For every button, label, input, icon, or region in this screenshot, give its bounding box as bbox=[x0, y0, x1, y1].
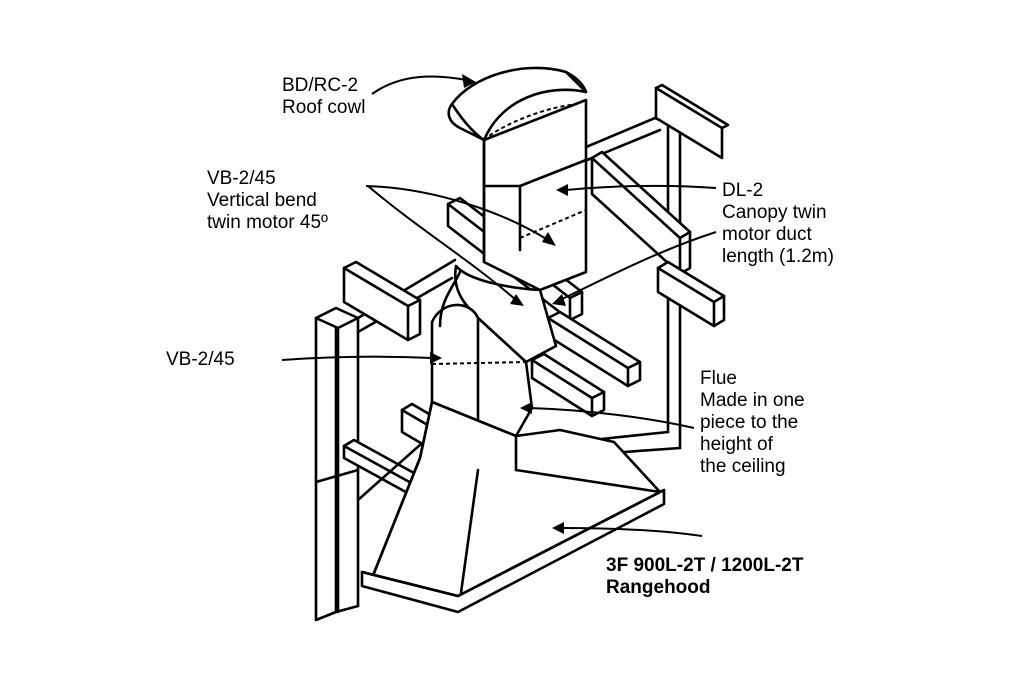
duct-length-line2: motor duct bbox=[722, 224, 812, 245]
label-roof-cowl: BD/RC-2 Roof cowl bbox=[282, 75, 365, 119]
label-rangehood: 3F 900L-2T / 1200L-2T Rangehood bbox=[606, 555, 803, 599]
roof-cowl-code: BD/RC-2 bbox=[282, 75, 359, 96]
duct-length-code: DL-2 bbox=[722, 180, 764, 201]
label-vertical-bend: VB-2/45 Vertical bend twin motor 45º bbox=[207, 168, 328, 234]
duct-length-line1: Canopy twin bbox=[722, 202, 827, 223]
vertical-bend-ducts bbox=[430, 264, 558, 438]
leader-arrows bbox=[281, 74, 717, 537]
vb-lower-code: VB-2/45 bbox=[166, 349, 235, 370]
roof-cowl-name: Roof cowl bbox=[282, 97, 366, 118]
flue-line4: height of bbox=[700, 434, 773, 455]
flue-line2: Made in one bbox=[700, 390, 805, 411]
label-flue: Flue Made in one piece to the height of … bbox=[700, 368, 805, 478]
vertical-bend-line1: Vertical bend bbox=[207, 190, 317, 211]
flue-line5: the ceiling bbox=[700, 456, 786, 477]
duct-length-dl2 bbox=[482, 98, 588, 292]
rangehood-name: Rangehood bbox=[606, 577, 711, 598]
joist-low-center bbox=[530, 352, 606, 418]
vertical-bend-line2: twin motor 45º bbox=[207, 212, 328, 233]
duct-length-line3: length (1.2m) bbox=[722, 246, 834, 267]
flue-line3: piece to the bbox=[700, 412, 799, 433]
rangehood-model: 3F 900L-2T / 1200L-2T bbox=[606, 555, 804, 576]
joist-top-left bbox=[342, 260, 422, 342]
vertical-bend-code: VB-2/45 bbox=[207, 168, 276, 189]
rangehood-base bbox=[360, 488, 666, 614]
joist-top-right bbox=[654, 86, 724, 160]
label-vb-lower: VB-2/45 bbox=[166, 349, 235, 371]
label-duct-length: DL-2 Canopy twin motor duct length (1.2m… bbox=[722, 180, 834, 268]
flue-line1: Flue bbox=[700, 368, 737, 389]
